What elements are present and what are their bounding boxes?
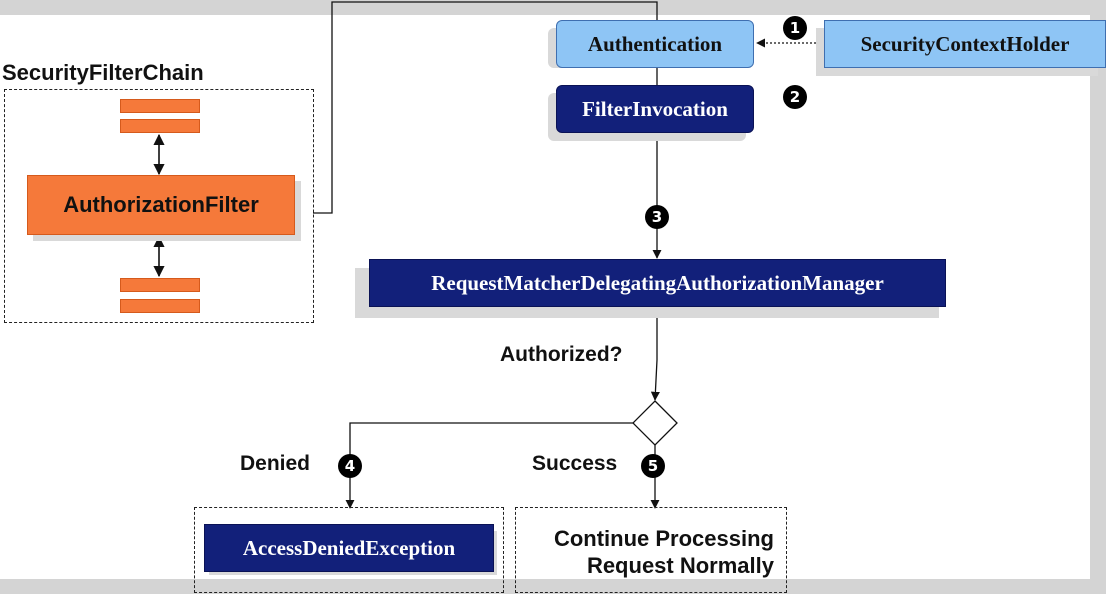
continue-processing-line2: Request Normally <box>586 553 774 578</box>
step-1-badge: 1 <box>783 16 807 40</box>
manager-to-decision-arrow <box>650 308 660 401</box>
denied-label: Denied <box>240 452 311 475</box>
access-denied-exception-box: AccessDeniedException <box>204 524 494 572</box>
step-3-badge: 3 <box>645 205 669 229</box>
step-5-badge: 5 <box>641 454 665 478</box>
continue-processing-text: Continue Processing Request Normally <box>515 525 774 579</box>
chain-filter-bar-3 <box>120 278 200 292</box>
security-filter-chain-title: SecurityFilterChain <box>2 60 204 85</box>
step-2-badge: 2 <box>783 85 807 109</box>
authorization-filter-box: AuthorizationFilter <box>27 175 295 235</box>
chain-filter-bar-1 <box>120 99 200 113</box>
chain-filter-bar-4 <box>120 299 200 313</box>
access-denied-group <box>194 507 504 593</box>
continue-processing-line1: Continue Processing <box>553 526 774 551</box>
security-filter-chain-group <box>4 89 314 323</box>
authorization-manager-box: RequestMatcherDelegatingAuthorizationMan… <box>369 259 946 307</box>
security-context-holder-box: SecurityContextHolder <box>824 20 1106 68</box>
filter-invocation-box: FilterInvocation <box>556 85 754 133</box>
authorized-question-label: Authorized? <box>500 343 623 366</box>
denied-arrow <box>345 422 633 509</box>
filter-to-authentication-line <box>313 1 658 214</box>
step-4-badge: 4 <box>338 454 362 478</box>
decision-diamond <box>632 400 678 446</box>
continue-processing-group <box>515 507 787 593</box>
authentication-box: Authentication <box>556 20 754 68</box>
chain-filter-bar-2 <box>120 119 200 133</box>
success-label: Success <box>532 452 618 475</box>
